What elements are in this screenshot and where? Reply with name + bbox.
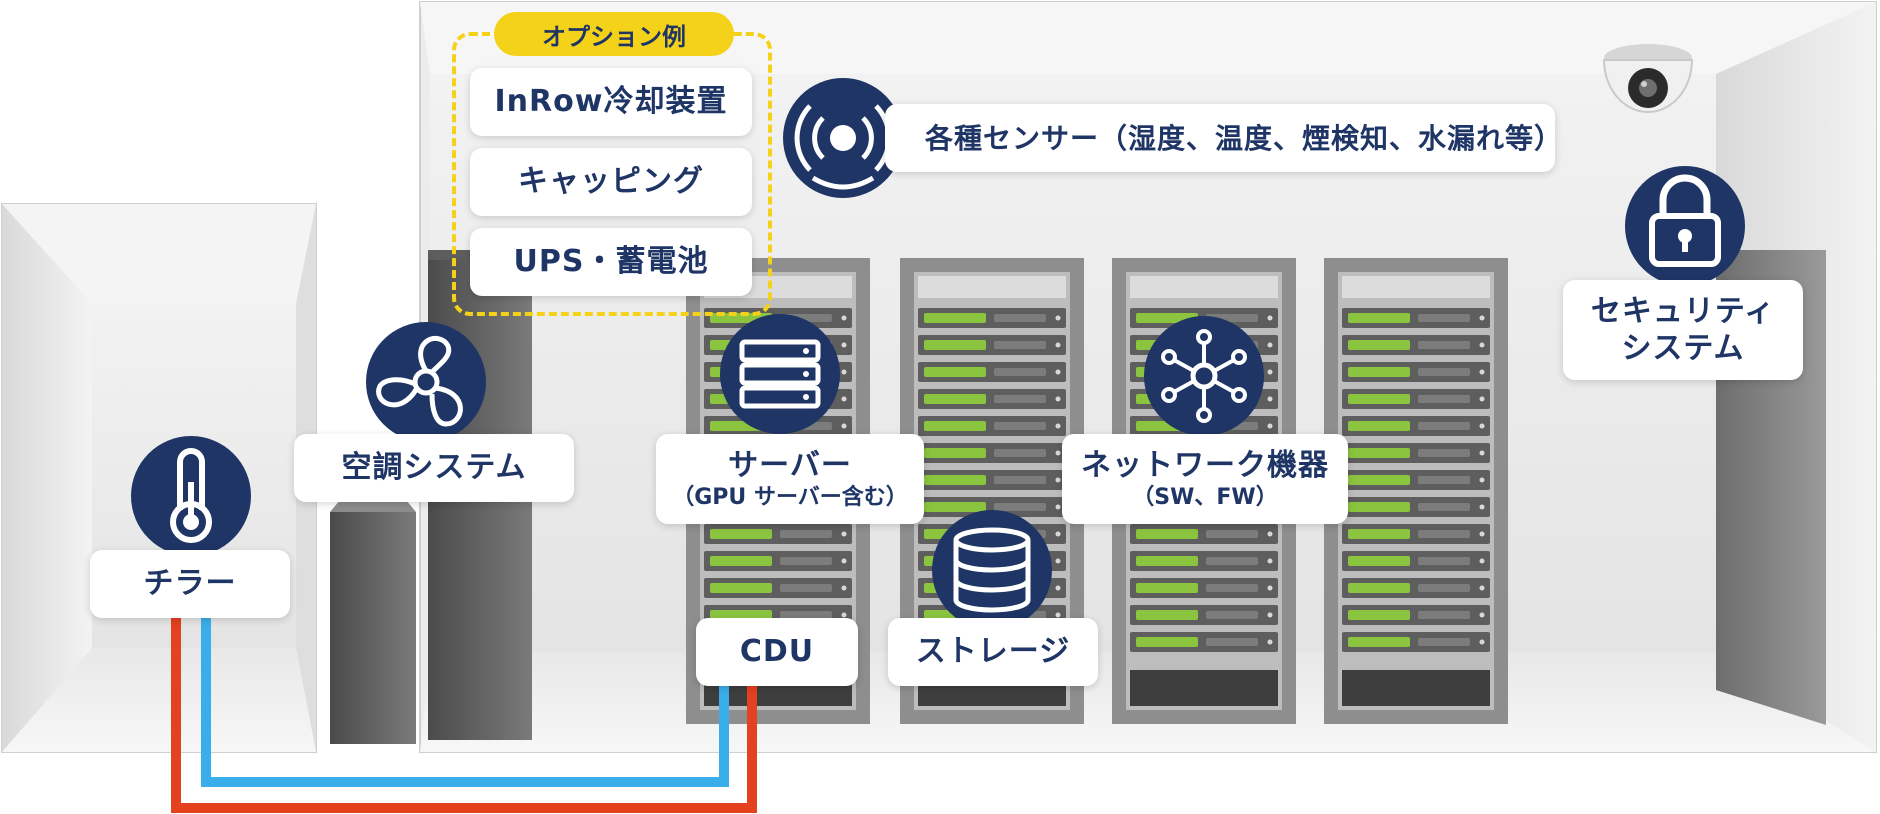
database-icon xyxy=(932,510,1052,630)
chiller-unit xyxy=(330,500,416,744)
option-group-header: オプション例 xyxy=(494,12,734,56)
security-system-label: セキュリティ システム xyxy=(1563,280,1803,380)
sensors-label: 各種センサー（湿度、温度、煙検知、水漏れ等） xyxy=(885,104,1562,172)
server-label: サーバー （GPU サーバー含む） xyxy=(656,434,924,524)
network-equipment-label: ネットワーク機器 （SW、FW） xyxy=(1062,434,1348,524)
cooling-pipes xyxy=(171,618,757,813)
air-conditioning-label: 空調システム xyxy=(294,434,574,502)
thermometer-icon xyxy=(131,436,251,556)
network-hub-icon xyxy=(1144,316,1264,436)
wireless-sensor-icon xyxy=(783,78,903,198)
security-camera-icon xyxy=(1602,44,1694,113)
server-rack xyxy=(1324,258,1508,724)
option-capping: キャッピング xyxy=(470,148,752,216)
server-icon xyxy=(720,314,840,434)
padlock-icon xyxy=(1625,166,1745,286)
cdu-label: CDU xyxy=(696,618,858,686)
option-inrow-cooling: InRow冷却装置 xyxy=(470,68,752,136)
storage-label: ストレージ xyxy=(888,618,1098,686)
fan-icon xyxy=(366,322,486,442)
chiller-label: チラー xyxy=(90,550,290,618)
option-ups-battery: UPS・蓄電池 xyxy=(470,228,752,296)
